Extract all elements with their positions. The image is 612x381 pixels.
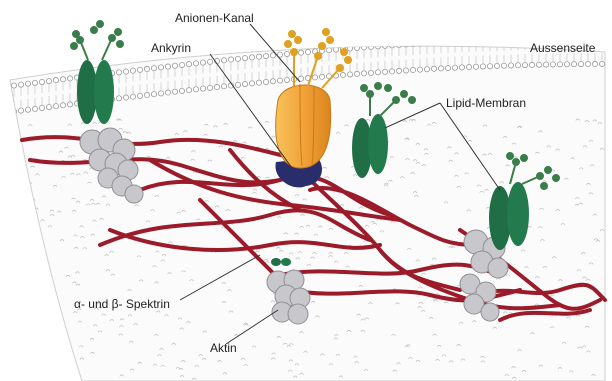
label-outside: Aussenseite [530,41,596,55]
label-anion-channel: Anionen-Kanal [175,11,254,25]
label-spectrin: α- und β- Spektrin [74,297,170,311]
label-lipid-membrane: Lipid-Membran [446,96,526,110]
label-actin: Aktin [210,341,237,355]
label-ankyrin: Ankyrin [151,41,191,55]
